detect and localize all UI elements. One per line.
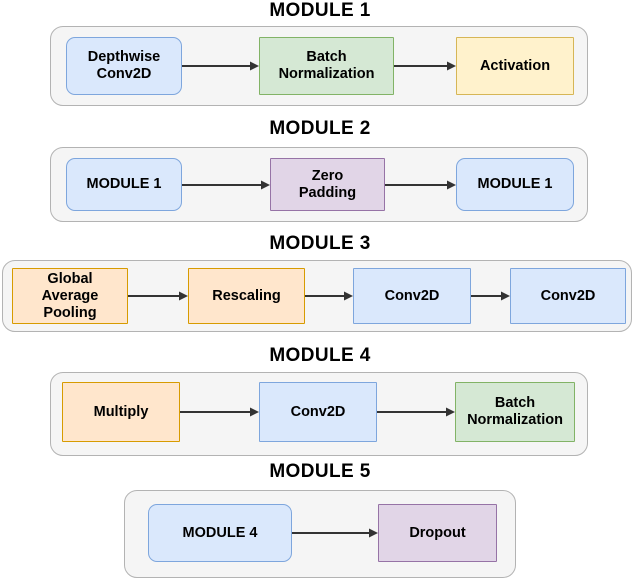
module-group-4: MODULE 4 (0, 345, 640, 367)
module-3-node-global-average-pooling[interactable]: Global Average Pooling (12, 268, 128, 324)
module-group-5: MODULE 5 (0, 461, 640, 483)
module-group-3: MODULE 3 (0, 233, 640, 255)
module-5-node-dropout[interactable]: Dropout (378, 504, 497, 562)
module-1-node-activation[interactable]: Activation (456, 37, 574, 95)
module-1-title: MODULE 1 (269, 0, 371, 21)
module-2-node-module-1-second[interactable]: MODULE 1 (456, 158, 574, 211)
module-4-title: MODULE 4 (269, 345, 371, 366)
module-4-node-batch-normalization[interactable]: Batch Normalization (455, 382, 575, 442)
module-3-title: MODULE 3 (269, 233, 371, 254)
module-1-node-batch-normalization[interactable]: Batch Normalization (259, 37, 394, 95)
module-2-title: MODULE 2 (269, 118, 371, 139)
module-2-node-module-1-first[interactable]: MODULE 1 (66, 158, 182, 211)
module-3-node-rescaling[interactable]: Rescaling (188, 268, 305, 324)
module-3-node-conv2d-second[interactable]: Conv2D (510, 268, 626, 324)
module-4-node-conv2d[interactable]: Conv2D (259, 382, 377, 442)
module-5-node-module-4[interactable]: MODULE 4 (148, 504, 292, 562)
module-3-node-conv2d-first[interactable]: Conv2D (353, 268, 471, 324)
module-5-title: MODULE 5 (269, 461, 371, 482)
module-group-1: MODULE 1 (0, 0, 640, 22)
module-group-2: MODULE 2 (0, 118, 640, 140)
module-2-node-zero-padding[interactable]: Zero Padding (270, 158, 385, 211)
module-1-node-depthwise-conv2d[interactable]: Depthwise Conv2D (66, 37, 182, 95)
module-4-node-multiply[interactable]: Multiply (62, 382, 180, 442)
